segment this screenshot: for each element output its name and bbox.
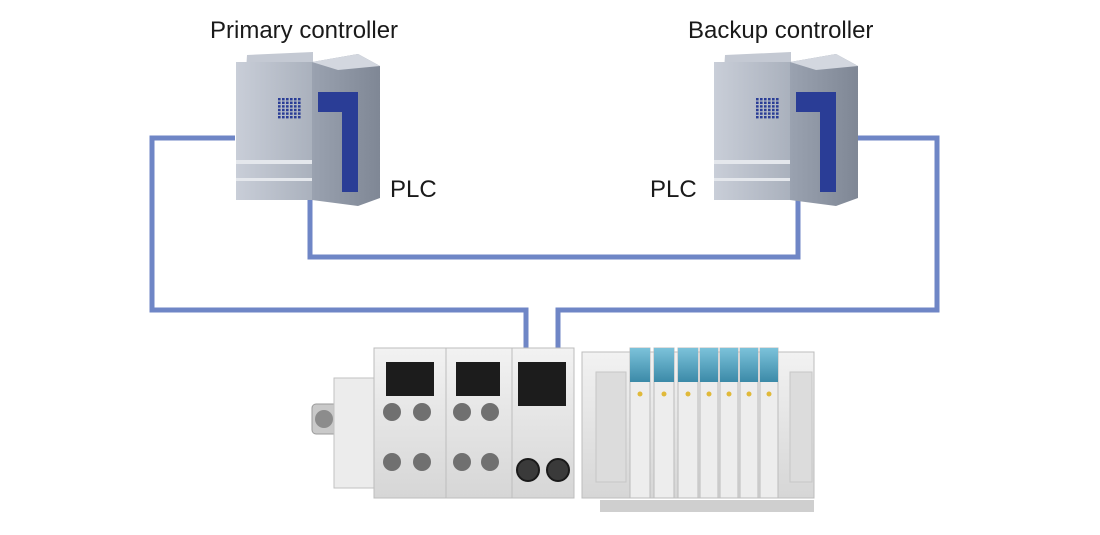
vent-dot <box>282 98 285 101</box>
valve-5 <box>719 347 739 499</box>
vent-dot <box>768 105 771 108</box>
backup-plc <box>714 52 858 206</box>
backup-plc-label: PLC <box>650 176 697 203</box>
valve-4 <box>699 347 719 499</box>
vent-dot <box>776 105 779 108</box>
vent-dot <box>756 105 759 108</box>
vent-dot <box>298 112 301 115</box>
vent-dot <box>298 98 301 101</box>
vent-dot <box>286 98 289 101</box>
vent-dot <box>764 112 767 115</box>
vent-dot <box>764 98 767 101</box>
vent-dot <box>282 116 285 119</box>
vent-dot <box>278 101 281 104</box>
vent-dot <box>298 105 301 108</box>
vent-dot <box>768 101 771 104</box>
vent-dot <box>290 105 293 108</box>
vent-dot <box>760 101 763 104</box>
vent-dot <box>776 98 779 101</box>
vent-dot <box>760 116 763 119</box>
vent-dot <box>756 112 759 115</box>
vent-dot <box>772 112 775 115</box>
vent-dot <box>772 101 775 104</box>
vent-dot <box>760 98 763 101</box>
io-module-2 <box>445 347 513 499</box>
vent-dot <box>282 112 285 115</box>
vent-dot <box>294 116 297 119</box>
vent-dot <box>286 101 289 104</box>
vent-dot <box>768 112 771 115</box>
vent-dot <box>772 116 775 119</box>
vent-dot <box>286 108 289 112</box>
vent-dot <box>294 101 297 104</box>
vent-dot <box>764 116 767 119</box>
vent-dot <box>282 105 285 108</box>
vent-grid-icon <box>278 98 301 119</box>
vent-dot <box>278 116 281 119</box>
vent-dot <box>756 98 759 101</box>
vent-dot <box>286 105 289 108</box>
vent-grid-icon <box>756 98 779 119</box>
vent-dot <box>290 108 293 112</box>
valve-6 <box>739 347 759 499</box>
vent-dot <box>776 101 779 104</box>
vent-dot <box>278 98 281 101</box>
vent-dot <box>768 116 771 119</box>
vent-dot <box>298 101 301 104</box>
backup-controller-title: Backup controller <box>688 17 874 44</box>
vent-dot <box>776 116 779 119</box>
vent-dot <box>772 105 775 108</box>
primary-plc <box>236 52 380 206</box>
vent-dot <box>298 108 301 112</box>
bus-interface-module <box>511 347 575 499</box>
valve-1 <box>629 347 651 499</box>
valve-7 <box>759 347 779 499</box>
vent-dot <box>756 108 759 112</box>
vent-dot <box>768 108 771 112</box>
vent-dot <box>278 105 281 108</box>
vent-dot <box>290 116 293 119</box>
vent-dot <box>776 112 779 115</box>
primary-plc-label: PLC <box>390 176 437 203</box>
vent-dot <box>756 116 759 119</box>
vent-dot <box>290 101 293 104</box>
valve-3 <box>677 347 699 499</box>
vent-dot <box>286 112 289 115</box>
vent-dot <box>294 98 297 101</box>
vent-dot <box>760 105 763 108</box>
vent-dot <box>764 101 767 104</box>
vent-dot <box>298 116 301 119</box>
vent-dot <box>286 116 289 119</box>
vent-dot <box>282 108 285 112</box>
vent-dot <box>278 112 281 115</box>
vent-dot <box>760 108 763 112</box>
vent-dot <box>282 101 285 104</box>
vent-dot <box>764 105 767 108</box>
vent-dot <box>290 98 293 101</box>
vent-dot <box>290 112 293 115</box>
vent-dot <box>760 112 763 115</box>
controller-sync-cable <box>307 200 801 260</box>
primary-controller-title: Primary controller <box>210 17 399 44</box>
vent-dot <box>772 98 775 101</box>
vent-dot <box>294 112 297 115</box>
io-module-1 <box>373 347 447 499</box>
vent-dot <box>756 101 759 104</box>
vent-dot <box>294 105 297 108</box>
vent-dot <box>776 108 779 112</box>
vent-dot <box>768 98 771 101</box>
vent-dot <box>772 108 775 112</box>
valve-2 <box>653 347 675 499</box>
vent-dot <box>764 108 767 112</box>
io-manifold <box>311 347 815 512</box>
vent-dot <box>294 108 297 112</box>
vent-dot <box>278 108 281 112</box>
